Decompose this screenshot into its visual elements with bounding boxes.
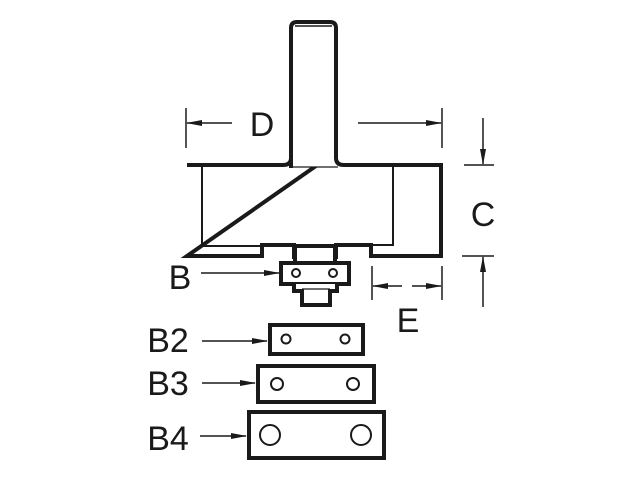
- bearing-b3-label: B3: [147, 365, 189, 403]
- bearing-b2-label: B2: [147, 322, 189, 360]
- dimension-e: E: [371, 266, 443, 340]
- bearing-b: [279, 244, 351, 307]
- bearing-b4: B4: [147, 410, 386, 460]
- dimension-c: C: [462, 118, 495, 307]
- dimension-d: D: [185, 106, 443, 148]
- dimension-e-label: E: [397, 302, 420, 340]
- bearing-b-label: B: [169, 259, 192, 297]
- dimension-d-label: D: [250, 106, 275, 144]
- shank: [289, 20, 338, 168]
- bearing-b4-label: B4: [147, 420, 189, 458]
- bearing-b3: B3: [147, 364, 376, 404]
- dimension-c-label: C: [471, 196, 496, 234]
- bearing-b2: B2: [147, 322, 365, 360]
- callout-b: B: [169, 259, 280, 297]
- cutter-body: [180, 148, 443, 259]
